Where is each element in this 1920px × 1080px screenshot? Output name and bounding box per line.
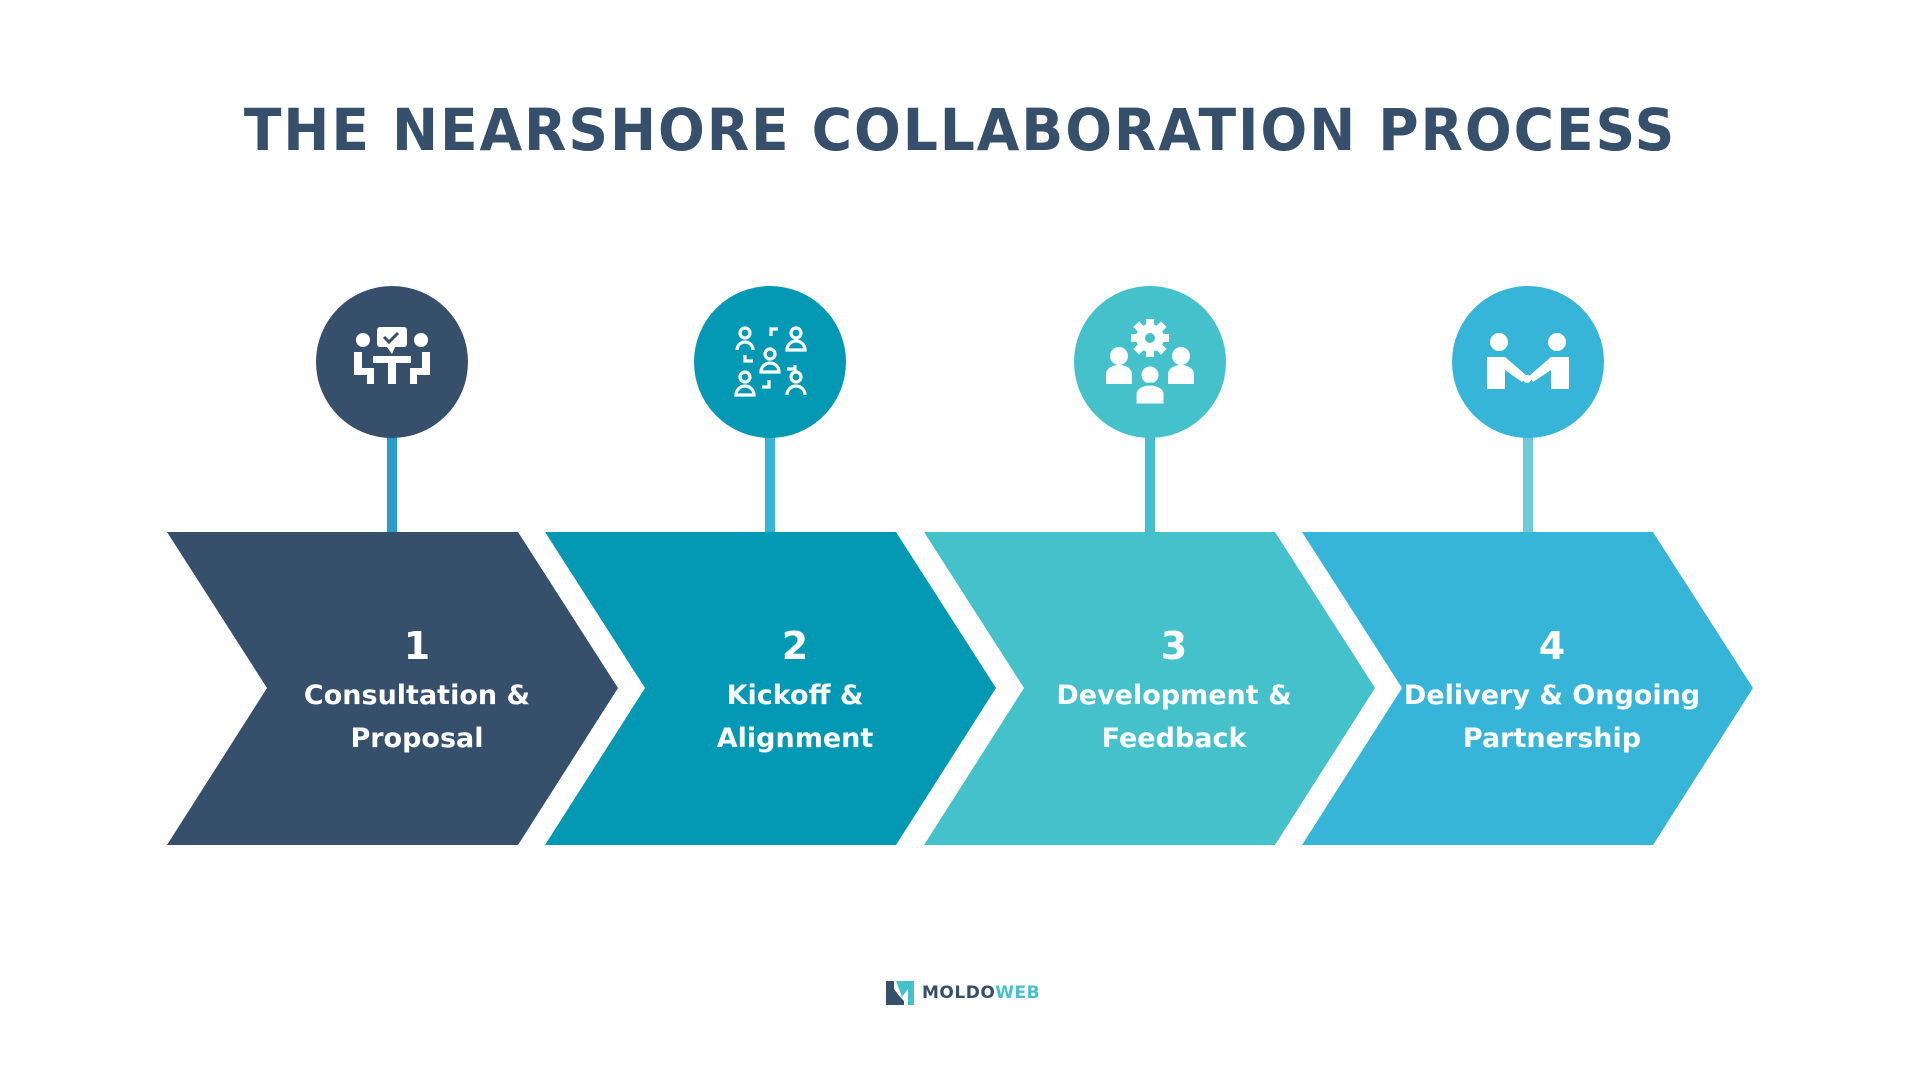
icon-circle-3 — [1074, 286, 1226, 438]
step-1-text: 1 Consultation & Proposal — [247, 624, 587, 760]
meeting-table-icon — [354, 327, 430, 384]
logo-mark-icon — [886, 981, 914, 1005]
connector-2 — [765, 430, 775, 534]
step-4-text: 4 Delivery & Ongoing Partnership — [1382, 624, 1722, 760]
step-3-number: 3 — [1160, 624, 1188, 668]
chevron-step-4 — [1302, 532, 1753, 845]
connector-4 — [1523, 430, 1533, 534]
chevron-step-2 — [545, 532, 996, 845]
step-4-label: Delivery & Ongoing Partnership — [1403, 680, 1701, 754]
moldoweb-logo: MOLDOWEB — [886, 978, 1040, 1008]
handshake-icon — [1487, 333, 1569, 389]
step-3-text: 3 Development & Feedback — [1004, 624, 1344, 760]
step-2-label: Kickoff & Alignment — [716, 680, 874, 754]
icon-circle-4 — [1452, 286, 1604, 438]
page-title: THE NEARSHORE COLLABORATION PROCESS — [243, 96, 1677, 164]
step-1-label: Consultation & Proposal — [303, 680, 531, 754]
chevron-step-1 — [167, 532, 618, 845]
logo-text: MOLDOWEB — [922, 983, 1041, 1003]
step-2-number: 2 — [781, 624, 809, 668]
step-1-number: 1 — [403, 624, 431, 668]
connector-3 — [1145, 430, 1155, 534]
step-4-number: 4 — [1538, 624, 1566, 668]
step-2-text: 2 Kickoff & Alignment — [625, 624, 965, 760]
team-gear-icon — [1106, 319, 1194, 407]
chevron-step-3 — [924, 532, 1375, 845]
connector-1 — [387, 430, 397, 534]
team-network-icon — [734, 326, 807, 397]
step-3-label: Development & Feedback — [1056, 680, 1292, 754]
